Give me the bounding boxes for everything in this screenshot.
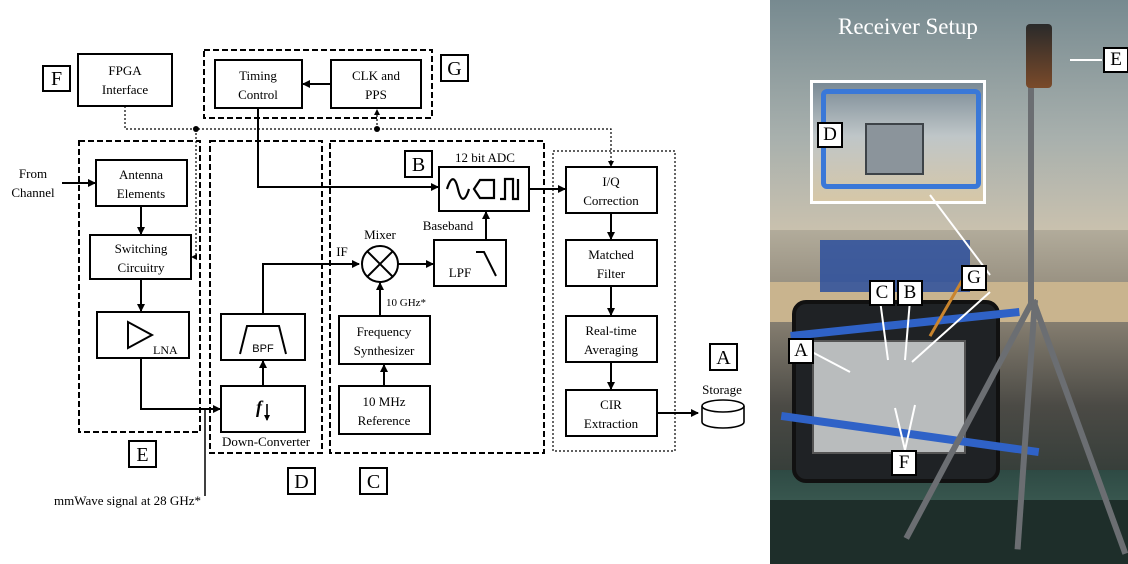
photo-tripod-mast xyxy=(1028,60,1034,310)
svg-text:G: G xyxy=(447,58,461,80)
letter-e-label: E xyxy=(129,441,156,467)
iq-label-line2: Correction xyxy=(583,193,639,208)
freq-synth-label-line2: Synthesizer xyxy=(354,343,415,358)
bpf-to-mixer-if-line xyxy=(263,264,359,314)
adc-label: 12 bit ADC xyxy=(455,150,515,165)
letter-g-label: G xyxy=(441,55,468,81)
switching-label-line2: Circuitry xyxy=(118,260,165,275)
fpga-interface-block: FPGA Interface xyxy=(78,54,172,106)
clk-pps-block: CLK and PPS xyxy=(331,60,421,108)
cir-extraction-block: CIR Extraction xyxy=(566,390,657,436)
photo-label-c: C xyxy=(869,280,895,306)
svg-text:D: D xyxy=(294,471,308,493)
ref-label-line1: 10 MHz xyxy=(363,394,406,409)
switching-label-line1: Switching xyxy=(115,241,168,256)
control-to-switching-dotted xyxy=(192,129,196,257)
svg-text:A: A xyxy=(716,347,731,369)
cir-label-line2: Extraction xyxy=(584,416,639,431)
timing-label-line1: Timing xyxy=(239,68,277,83)
receiver-setup-photo xyxy=(770,0,1128,564)
from-channel-line1: From xyxy=(19,166,47,181)
frequency-synthesizer-block: Frequency Synthesizer xyxy=(339,316,430,364)
photo-label-d: D xyxy=(817,122,843,148)
cir-label-line1: CIR xyxy=(600,397,622,412)
switching-circuitry-block: Switching Circuitry xyxy=(90,235,191,279)
bus-junction-dot-clk xyxy=(374,126,380,132)
photo-label-a: A xyxy=(788,338,814,364)
realtime-averaging-block: Real-time Averaging xyxy=(566,316,657,362)
iq-label-line1: I/Q xyxy=(602,174,620,189)
ref-label-line2: Reference xyxy=(358,413,411,428)
letter-f-label: F xyxy=(43,66,70,91)
reference-block: 10 MHz Reference xyxy=(339,386,430,434)
antenna-label-line2: Elements xyxy=(117,186,165,201)
storage-label: Storage xyxy=(702,382,742,397)
photo-label-e: E xyxy=(1103,47,1128,73)
if-label: IF xyxy=(336,244,348,259)
bpf-label: BPF xyxy=(252,343,274,355)
bus-junction-dot xyxy=(193,126,199,132)
fpga-label-line2: Interface xyxy=(102,82,148,97)
down-converter-block: f xyxy=(221,386,305,432)
realtime-label-line1: Real-time xyxy=(585,323,636,338)
bpf-block: BPF xyxy=(221,314,305,360)
svg-text:C: C xyxy=(367,471,380,493)
fpga-label-line1: FPGA xyxy=(108,63,142,78)
photo-label-b: B xyxy=(897,280,923,306)
mixer-symbol xyxy=(362,246,398,282)
letter-a-label: A xyxy=(710,344,737,370)
lna-to-downconverter-arrow xyxy=(141,358,220,409)
photo-basket xyxy=(820,240,970,292)
realtime-label-line2: Averaging xyxy=(584,342,638,357)
photo-label-f: F xyxy=(891,450,917,476)
receiver-block-diagram: FPGA Interface Timing Control CLK and PP… xyxy=(0,0,770,564)
iq-correction-block: I/Q Correction xyxy=(566,167,657,213)
baseband-label: Baseband xyxy=(423,218,474,233)
svg-text:B: B xyxy=(412,154,425,176)
storage-icon xyxy=(702,400,744,428)
photo-label-g: G xyxy=(961,265,987,291)
control-bus-dotted xyxy=(125,106,611,166)
lpf-block: LPF xyxy=(434,240,506,286)
clk-label-line1: CLK and xyxy=(352,68,401,83)
timing-label-line2: Control xyxy=(238,87,278,102)
matched-label-line1: Matched xyxy=(588,247,634,262)
letter-c-label: C xyxy=(360,468,387,494)
lna-label: LNA xyxy=(153,343,178,357)
lpf-label: LPF xyxy=(449,265,471,280)
antenna-elements-block: Antenna Elements xyxy=(96,160,187,206)
matched-filter-block: Matched Filter xyxy=(566,240,657,286)
freq-synth-label-line1: Frequency xyxy=(357,324,412,339)
clk-label-line2: PPS xyxy=(365,87,387,102)
mixer-label: Mixer xyxy=(364,227,396,242)
svg-text:F: F xyxy=(51,68,62,90)
from-channel-line2: Channel xyxy=(11,185,55,200)
photo-title: Receiver Setup xyxy=(838,14,978,40)
svg-text:E: E xyxy=(136,444,148,466)
down-converter-label: Down-Converter xyxy=(222,434,311,449)
ten-ghz-label: 10 GHz* xyxy=(386,297,426,309)
letter-b-label: B xyxy=(405,151,432,177)
photo-inset-downconverter xyxy=(865,123,924,175)
mmwave-label: mmWave signal at 28 GHz* xyxy=(54,493,201,508)
lna-block: LNA xyxy=(97,312,189,358)
photo-cart xyxy=(770,500,1128,564)
antenna-label-line1: Antenna xyxy=(119,167,163,182)
timing-control-block: Timing Control xyxy=(215,60,302,108)
adc-block xyxy=(439,167,529,211)
matched-label-line2: Filter xyxy=(597,266,626,281)
letter-d-label: D xyxy=(288,468,315,494)
photo-antenna-array xyxy=(1026,24,1052,88)
